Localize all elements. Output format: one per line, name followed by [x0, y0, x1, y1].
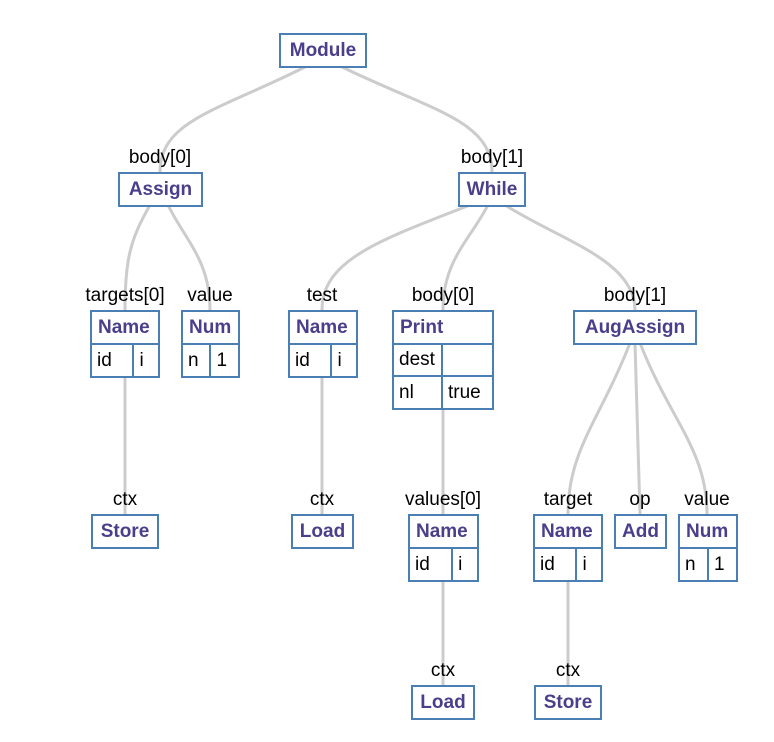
test-name-value: i: [331, 343, 356, 376]
while-node: While: [458, 172, 526, 207]
add-edge-label: op: [629, 489, 651, 510]
edge-aug-value: [638, 342, 709, 515]
augassign-edge-label: body[1]: [603, 285, 667, 306]
load2-node: Load: [411, 685, 475, 720]
add-title: Add: [622, 520, 659, 542]
assign-num-title: Num: [189, 316, 232, 338]
edge-assign-value: [166, 204, 212, 311]
module-node: Module: [279, 33, 367, 68]
augassign-node: AugAssign: [573, 310, 697, 345]
test-name-key: id: [290, 343, 333, 376]
print-edge-label: body[0]: [411, 285, 475, 306]
load1-node: Load: [291, 514, 354, 549]
target-name-key: id: [535, 547, 578, 580]
test-name-node: Name id i: [288, 310, 358, 378]
print-nl-key: nl: [394, 375, 443, 408]
store1-edge-label: ctx: [112, 489, 138, 510]
store2-node: Store: [534, 685, 602, 720]
edge-while-augassign: [504, 203, 637, 311]
print-dest-key: dest: [394, 343, 443, 376]
aug-num-edge-label: value: [684, 489, 730, 510]
load1-edge-label: ctx: [309, 489, 335, 510]
test-name-edge-label: test: [306, 285, 338, 306]
print-node: Print dest nl true: [392, 310, 494, 410]
values-name-node: Name id i: [408, 514, 479, 582]
add-node: Add: [614, 514, 667, 549]
load1-title: Load: [299, 520, 346, 542]
assign-name-edge-label: targets[0]: [85, 285, 165, 306]
edge-while-print: [441, 204, 490, 311]
assign-num-key: n: [183, 343, 212, 376]
assign-edge-label: body[0]: [128, 147, 192, 168]
assign-num-node: Num n 1: [181, 310, 240, 378]
edge-aug-target: [566, 342, 632, 515]
assign-name-key: id: [92, 343, 135, 376]
target-name-title: Name: [541, 520, 593, 542]
assign-name-node: Name id i: [90, 310, 160, 378]
edge-module-while: [339, 64, 494, 173]
target-name-value: i: [576, 547, 601, 580]
assign-name-title: Name: [98, 316, 150, 338]
values-name-key: id: [410, 547, 454, 580]
target-name-edge-label: target: [543, 489, 593, 510]
aug-num-value: 1: [707, 547, 736, 580]
store1-title: Store: [100, 520, 150, 542]
load2-edge-label: ctx: [430, 660, 456, 681]
augassign-title: AugAssign: [584, 316, 686, 338]
store2-edge-label: ctx: [555, 660, 581, 681]
load2-title: Load: [420, 691, 466, 713]
assign-name-value: i: [133, 343, 158, 376]
assign-num-edge-label: value: [187, 285, 233, 306]
store1-node: Store: [91, 514, 159, 549]
store2-title: Store: [543, 691, 593, 713]
edge-aug-op: [633, 342, 642, 515]
print-dest-value: [442, 343, 492, 376]
test-name-title: Name: [296, 316, 348, 338]
assign-title: Assign: [128, 178, 193, 200]
aug-num-title: Num: [686, 520, 729, 542]
aug-num-key: n: [680, 547, 709, 580]
while-title: While: [466, 178, 518, 200]
target-name-node: Name id i: [533, 514, 603, 582]
aug-num-node: Num n 1: [678, 514, 738, 582]
module-title: Module: [289, 39, 357, 61]
assign-num-value: 1: [210, 343, 238, 376]
while-edge-label: body[1]: [460, 147, 524, 168]
edge-while-test: [320, 203, 471, 311]
print-nl-value: true: [442, 375, 492, 408]
edge-module-assign: [158, 64, 308, 173]
print-title: Print: [400, 316, 444, 338]
assign-node: Assign: [118, 172, 203, 207]
values-name-title: Name: [416, 520, 468, 542]
values-name-edge-label: values[0]: [404, 489, 482, 510]
edge-assign-targets: [123, 204, 152, 311]
values-name-value: i: [452, 547, 477, 580]
